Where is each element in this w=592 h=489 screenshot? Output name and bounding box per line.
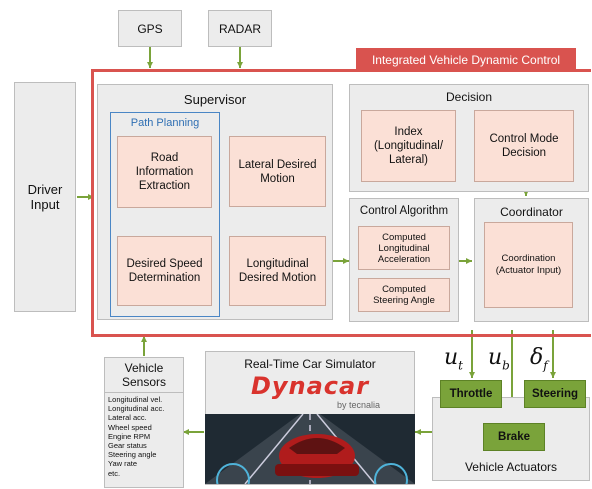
sensor-item: Longitudinal acc. xyxy=(108,404,165,414)
tecnalia-logo: by tecnalia xyxy=(336,400,380,410)
sensor-item: Wheel speed xyxy=(108,422,152,432)
vehicle-sensors-title-block: Vehicle Sensors xyxy=(104,357,184,393)
coordination-block: Coordination (Actuator Input) xyxy=(484,222,573,308)
brake-block: Brake xyxy=(483,423,545,451)
coordinator-title: Coordinator xyxy=(500,205,563,219)
control-mode-decision-block: Control Mode Decision xyxy=(474,110,574,182)
index-block: Index (Longitudinal/ Lateral) xyxy=(361,110,456,182)
radar-block: RADAR xyxy=(208,10,272,47)
sensor-item: Lateral acc. xyxy=(108,413,147,423)
sensor-item: Steering angle xyxy=(108,450,157,460)
sensor-item: Engine RPM xyxy=(108,431,151,441)
path-planning-title: Path Planning xyxy=(130,117,200,129)
signal-u-b: ub xyxy=(488,345,510,373)
gps-block: GPS xyxy=(118,10,182,47)
sensor-item: Longitudinal vel. xyxy=(108,395,163,404)
sensor-item: Yaw rate xyxy=(108,459,138,469)
computed-long-acc-block: Computed Longitudinal Acceleration xyxy=(358,226,450,270)
throttle-block: Throttle xyxy=(440,380,502,408)
control-algorithm-title: Control Algorithm xyxy=(359,205,449,217)
driver-input-block: Driver Input xyxy=(14,82,76,312)
decision-title: Decision xyxy=(445,90,493,104)
vehicle-actuators-title: Vehicle Actuators xyxy=(464,460,558,474)
simulator-title: Real-Time Car Simulator xyxy=(244,357,376,371)
signal-u-t: ut xyxy=(444,345,463,373)
simulator-car-image xyxy=(205,414,415,484)
longitudinal-desired-motion-block: Longitudinal Desired Motion xyxy=(229,236,326,306)
ivdc-frame xyxy=(91,69,591,337)
dynacar-logo: Dynacar xyxy=(250,372,370,400)
signal-delta-f: δf xyxy=(530,345,548,373)
steering-block: Steering xyxy=(524,380,586,408)
road-info-extraction-block: Road Information Extraction xyxy=(117,136,212,208)
vehicle-sensors-list: Longitudinal vel. Longitudinal acc. Late… xyxy=(104,392,184,488)
path-planning-frame xyxy=(110,112,220,317)
supervisor-title: Supervisor xyxy=(183,92,247,107)
lateral-desired-motion-block: Lateral Desired Motion xyxy=(229,136,326,207)
computed-steering-block: Computed Steering Angle xyxy=(358,278,450,312)
sensor-item: Gear status xyxy=(108,441,147,451)
ivdc-title: Integrated Vehicle Dynamic Control xyxy=(356,48,576,72)
desired-speed-block: Desired Speed Determination xyxy=(117,236,212,306)
sensor-item: etc. xyxy=(108,468,121,478)
